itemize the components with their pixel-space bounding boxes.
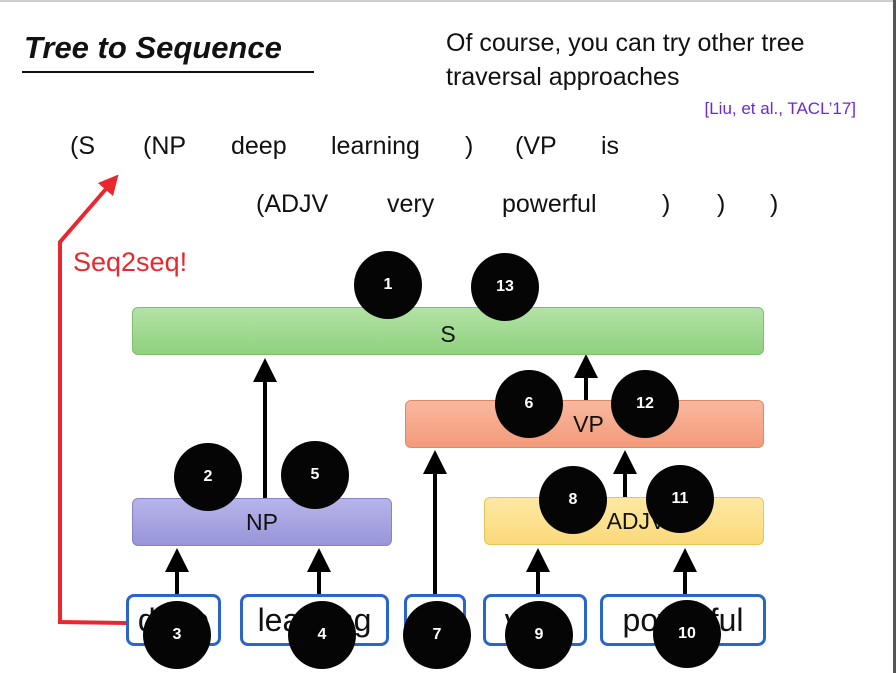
step-circle-10: 10 [653, 600, 721, 668]
seq-token: is [601, 132, 620, 160]
step-circle-11: 11 [646, 465, 714, 533]
title-underline [22, 71, 314, 73]
slide-top-edge [0, 0, 896, 2]
seq-token: ) [717, 190, 726, 218]
seq-token: ) [465, 132, 474, 160]
node-vp-label: VP [573, 410, 604, 437]
step-circle-5: 5 [281, 441, 349, 509]
step-circle-1: 1 [354, 251, 422, 319]
seq-token: (S [70, 132, 95, 160]
node-s: S [132, 307, 764, 355]
step-circle-3: 3 [143, 601, 211, 669]
seq-token: ) [770, 190, 779, 218]
traversal-note: Of course, you can try other tree traver… [446, 29, 805, 91]
node-np-label: NP [246, 508, 278, 535]
step-circle-8: 8 [539, 466, 607, 534]
node-np: NP [132, 498, 392, 546]
node-adjv: ADJV [484, 497, 764, 545]
node-vp: VP [405, 400, 764, 448]
seq-token: ) [662, 190, 671, 218]
seq-token: deep [231, 132, 287, 160]
seq-token: learning [331, 132, 420, 160]
seq-token: (ADJV [256, 190, 329, 218]
seq-token: very [387, 190, 435, 218]
step-circle-6: 6 [495, 370, 563, 438]
step-circle-7: 7 [403, 601, 471, 669]
step-circle-13: 13 [471, 253, 539, 321]
slide-right-edge [893, 0, 896, 673]
seq2seq-label: Seq2seq! [73, 247, 188, 277]
node-s-label: S [440, 320, 456, 347]
step-circle-4: 4 [288, 601, 356, 669]
step-circle-2: 2 [174, 443, 242, 511]
seq2seq-arrow [58, 174, 127, 625]
slide-title: Tree to Sequence [24, 30, 282, 65]
seq-token: (NP [143, 132, 187, 160]
seq-token: powerful [502, 190, 597, 218]
seq-token: (VP [515, 132, 557, 160]
citation: [Liu, et al., TACL’17] [704, 99, 856, 118]
step-circle-9: 9 [505, 601, 573, 669]
step-circle-12: 12 [611, 370, 679, 438]
